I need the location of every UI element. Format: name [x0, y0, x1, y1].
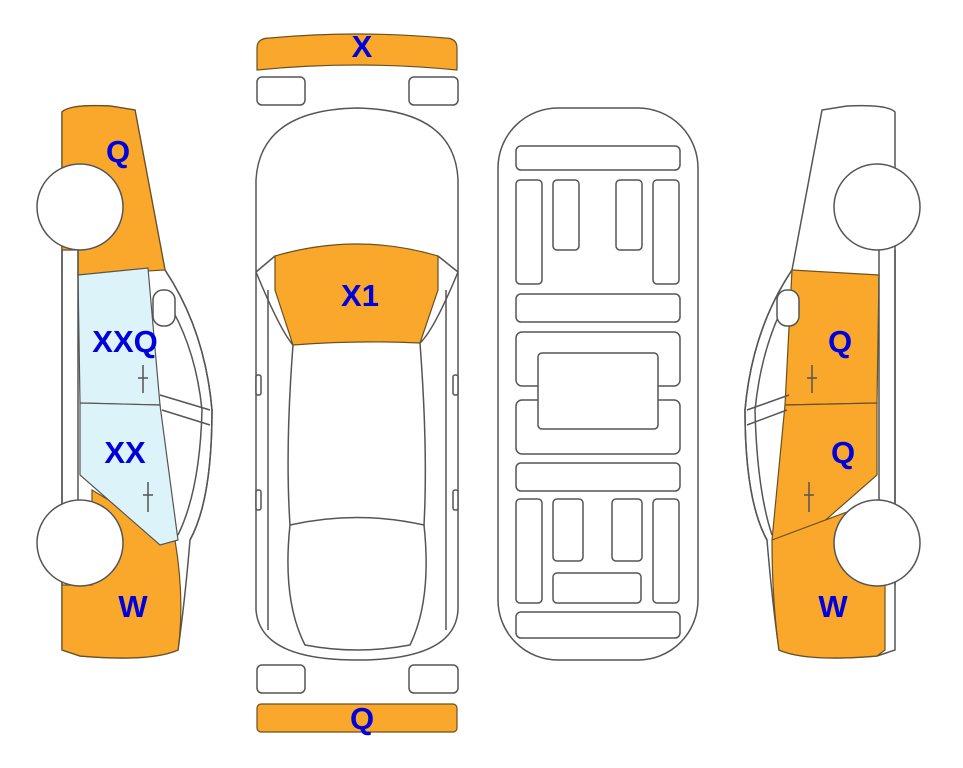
right-rear-wheel: [833, 499, 921, 587]
left-front-door-label: XXQ: [92, 324, 157, 359]
hood-panel[interactable]: [274, 243, 439, 346]
right-front-wheel: [833, 163, 921, 251]
right-side-view: Q Q W: [744, 104, 921, 659]
hood-label: X1: [341, 278, 379, 313]
left-rear-quarter-label: W: [118, 589, 148, 624]
rear-bumper-panel[interactable]: [256, 703, 458, 733]
right-rear-quarter-label: W: [818, 589, 848, 624]
left-rear-door-panel[interactable]: [79, 402, 179, 546]
rear-bumper-label: Q: [350, 701, 374, 736]
top-view: X X1 Q: [255, 29, 459, 736]
left-rear-door-label: XX: [104, 435, 146, 470]
right-front-door-label: Q: [828, 324, 852, 359]
front-bumper-label: X: [352, 29, 373, 64]
left-side-view: Q XXQ XX W: [36, 104, 213, 659]
left-front-fender-label: Q: [106, 134, 130, 169]
front-bumper-panel[interactable]: [256, 33, 458, 71]
left-rear-wheel: [36, 499, 124, 587]
left-front-wheel: [36, 163, 124, 251]
underbody-view: [497, 107, 699, 661]
right-rear-door-label: Q: [831, 435, 855, 470]
